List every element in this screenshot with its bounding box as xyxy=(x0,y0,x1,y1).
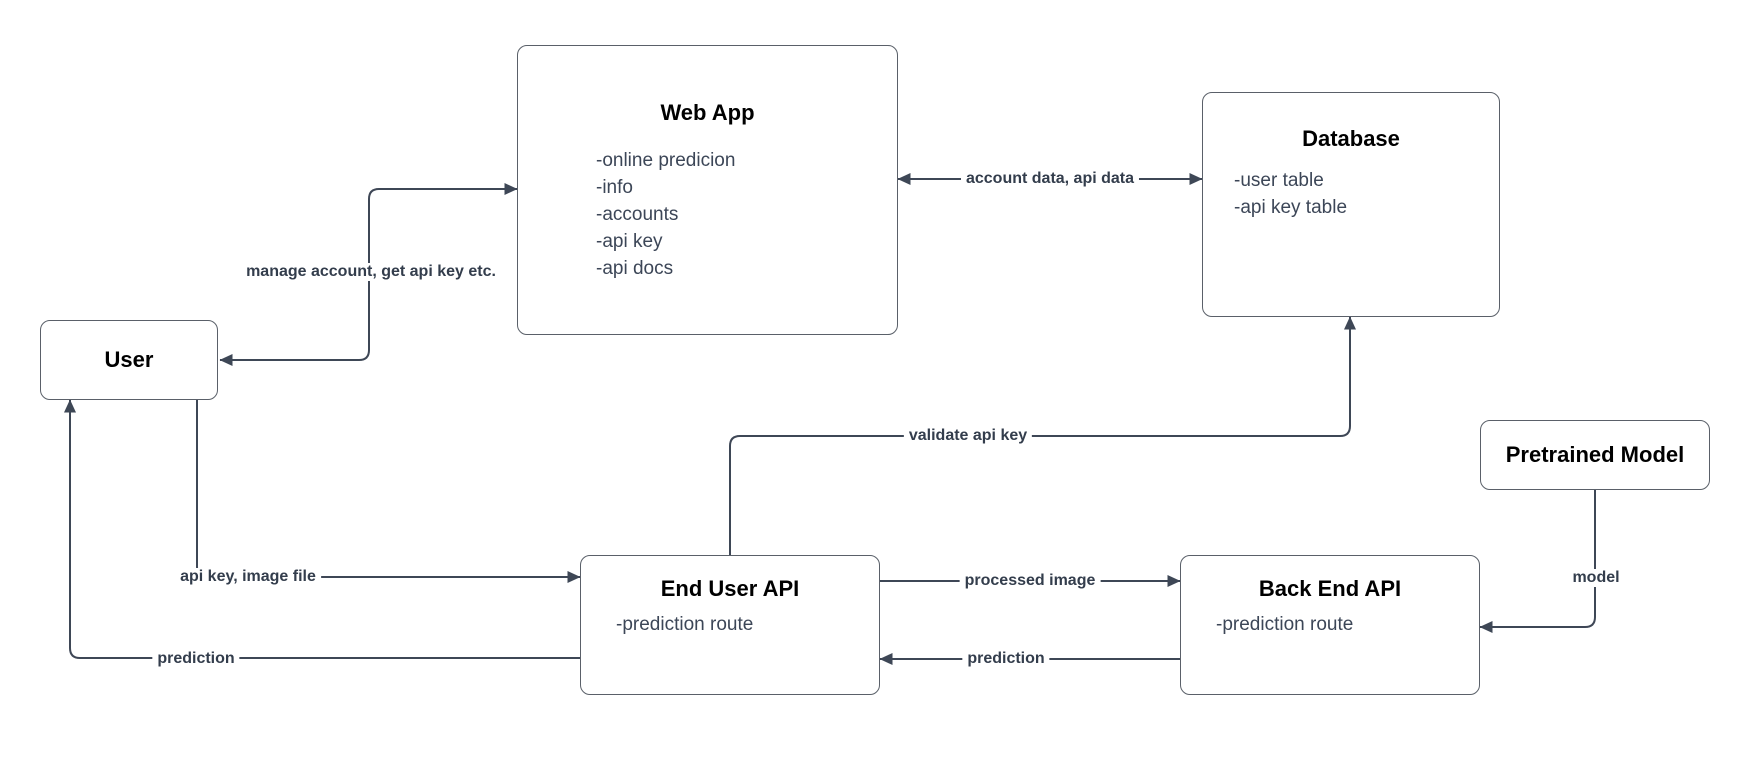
edge-label-api-key-image-file: api key, image file xyxy=(175,568,321,586)
edge-label-prediction-to-end-user-api: prediction xyxy=(962,650,1050,668)
end-user-api-item: -prediction route xyxy=(616,614,754,635)
edge-label-model: model xyxy=(1567,569,1625,587)
end-user-api-title: End User API xyxy=(660,576,800,601)
web-app-item: -accounts xyxy=(596,204,679,225)
database-title: Database xyxy=(1302,126,1400,151)
database-item: -user table xyxy=(1234,170,1324,191)
web-app-item: -online predicion xyxy=(596,150,736,171)
web-app-item: -info xyxy=(596,177,633,198)
node-pretrained-model: Pretrained Model xyxy=(1480,420,1710,490)
web-app-item: -api key xyxy=(596,231,663,252)
back-end-api-title: Back End API xyxy=(1258,576,1402,601)
node-back-end-api: Back End API -prediction route xyxy=(1180,555,1480,695)
edge-enduserapi-user-prediction xyxy=(64,399,580,659)
edge-label-validate-api-key: validate api key xyxy=(903,427,1033,445)
back-end-api-item: -prediction route xyxy=(1216,614,1354,635)
pretrained-model-title: Pretrained Model xyxy=(1505,442,1685,467)
edge-user-enduserapi-api-key-image-file xyxy=(196,400,581,583)
edge-pretrainedmodel-backendapi-model xyxy=(1479,490,1596,633)
web-app-title: Web App xyxy=(660,100,755,125)
database-item: -api key table xyxy=(1234,197,1348,218)
end-user-api-items: -prediction route xyxy=(581,611,879,638)
node-end-user-api: End User API -prediction route xyxy=(580,555,880,695)
edge-label-processed-image: processed image xyxy=(959,572,1101,590)
back-end-api-items: -prediction route xyxy=(1181,611,1479,638)
edge-enduserapi-database-validate-api-key xyxy=(729,316,1356,555)
user-title: User xyxy=(104,347,154,372)
edge-label-account-data: account data, api data xyxy=(960,170,1140,188)
node-user: User xyxy=(40,320,218,400)
edge-label-manage-account: manage account, get api key etc. xyxy=(241,263,501,281)
node-database: Database -user table -api key table xyxy=(1202,92,1500,317)
database-items: -user table -api key table xyxy=(1203,167,1499,221)
edge-label-prediction-to-user: prediction xyxy=(152,650,240,668)
web-app-items: -online predicion -info -accounts -api k… xyxy=(518,147,897,282)
web-app-item: -api docs xyxy=(596,258,674,279)
node-web-app: Web App -online predicion -info -account… xyxy=(517,45,898,335)
